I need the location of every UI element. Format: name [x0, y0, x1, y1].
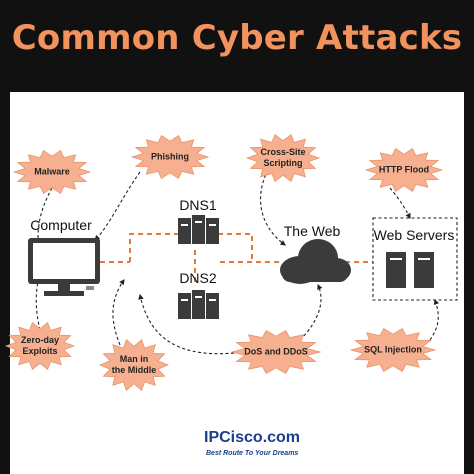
brand-footer: IPCisco.com Best Route To Your Dreams: [160, 420, 320, 474]
attack-man-in-the-middle: Man in the Middle: [111, 354, 157, 375]
arrow-phishing: [94, 171, 141, 241]
page-title: Common Cyber Attacks: [11, 18, 463, 58]
computer-icon: [28, 238, 100, 296]
attack-bursts: [4, 133, 444, 391]
attack-dos-ddos: DoS and DDoS: [244, 346, 308, 357]
web-server-icon: [386, 252, 406, 288]
attack-zero-day-exploits: Zero-day Exploits: [20, 335, 60, 356]
attack-sql-injection: SQL Injection: [364, 344, 422, 355]
link-junction-dns1: [129, 233, 178, 262]
burst-sql: [349, 328, 437, 372]
dns1-server-icon: [178, 215, 219, 244]
burst-xss: [245, 133, 321, 183]
dns1-label: DNS1: [179, 197, 217, 213]
arrow-mitm: [112, 279, 125, 346]
arrow-http-flood: [389, 187, 411, 219]
network-links: [100, 233, 373, 282]
header: Common Cyber Attacks: [0, 0, 474, 92]
arrow-zero-day: [35, 270, 42, 331]
burst-ddos: [230, 330, 322, 374]
attack-malware: Malware: [34, 166, 70, 177]
cloud-icon: [280, 239, 351, 284]
burst-zero-day: [4, 321, 76, 371]
dns2-label: DNS2: [179, 270, 217, 286]
burst-mitm: [98, 339, 170, 391]
burst-phishing: [130, 135, 210, 179]
burst-malware: [12, 150, 92, 194]
the-web-label: The Web: [283, 223, 341, 239]
attack-phishing: Phishing: [151, 151, 189, 162]
link-dns1-out: [218, 233, 253, 262]
brand-name: IPCisco.com: [204, 429, 301, 446]
arrow-sql: [429, 298, 439, 341]
dns2-server-icon: [178, 290, 219, 319]
web-servers-group: [372, 217, 458, 301]
web-servers-label: Web Servers: [373, 227, 455, 243]
attack-http-flood: HTTP Flood: [378, 164, 430, 175]
burst-http-flood: [364, 148, 444, 192]
arrow-ddos-web: [299, 284, 323, 341]
attack-cross-site-scripting: Cross-Site Scripting: [260, 147, 306, 168]
web-server-icon: [414, 252, 434, 288]
computer-label: Computer: [30, 217, 92, 233]
arrow-xss: [260, 169, 286, 246]
brand-tagline: Best Route To Your Dreams: [206, 450, 299, 457]
